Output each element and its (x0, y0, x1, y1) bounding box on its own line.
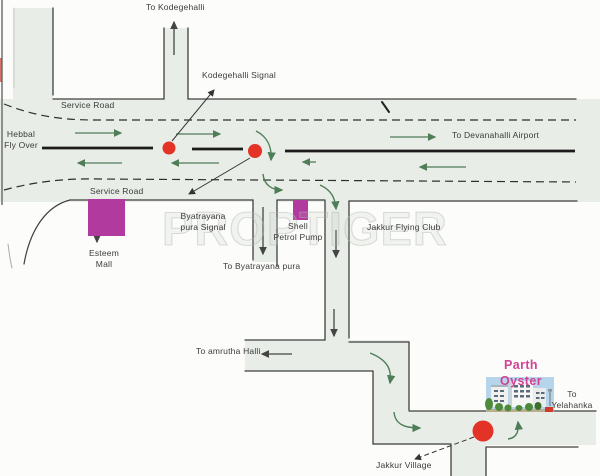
kodegehalli-road-edges (163, 27, 189, 100)
turn-arrow-signal-down (255, 130, 276, 162)
label-hebbal-flyover: Hebbal Fly Over (2, 129, 40, 150)
label-shell-petrol-pump: Shell Petrol Pump (270, 221, 326, 242)
label-shell-line1: Shell (288, 221, 308, 231)
label-byatrayana-signal-line2: pura Signal (180, 221, 226, 232)
pointer-jakkur-village (414, 436, 475, 461)
turn-arrow-to-site (507, 420, 524, 440)
kodegehalli-road (164, 28, 188, 99)
label-to-yelahanka-line1: To (567, 389, 577, 399)
flyover-ramp-road (13, 8, 53, 99)
kodegehalli-signal-dot (162, 141, 176, 155)
label-pointers (171, 89, 475, 461)
byatrayanapura-signal-dot (248, 144, 262, 158)
road-outlines (7, 7, 597, 476)
turn-arrow-into-shell-road (319, 184, 340, 211)
shell-petrol-pump-block (293, 200, 308, 220)
label-jakkur-village: Jakkur Village (376, 460, 432, 470)
shell-east-road-edges (324, 200, 350, 341)
turn-arrows (255, 130, 524, 440)
building-red-accent (545, 407, 553, 412)
label-service-road-bottom: Service Road (90, 186, 144, 196)
label-byatrayana-signal-line1: Byatrayana (180, 211, 226, 221)
bottom-road-bottom-edges (372, 443, 579, 448)
esteem-mall-block (88, 199, 125, 236)
scan-edge-line (1, 0, 3, 205)
label-service-road-top: Service Road (61, 100, 115, 110)
jakkur-village-road-edges (450, 444, 487, 476)
scan-red-mark (0, 58, 2, 82)
label-esteem-mall: Esteem Mall (84, 248, 124, 269)
building-trees (485, 398, 542, 412)
amrutha-road-top-edges (244, 339, 410, 343)
label-hebbal-flyover-line1: Hebbal (6, 129, 36, 139)
service-road-left-curve (23, 199, 71, 265)
building-illustration (485, 377, 554, 412)
jakkur-village-road (451, 445, 486, 476)
descending-road-edges (372, 341, 410, 445)
building-windows (494, 385, 545, 402)
turn-arrow-descend (369, 352, 396, 385)
label-to-yelahanka-line2: Yelahanka (551, 399, 593, 410)
turn-arrow-bottom-right (393, 411, 422, 433)
label-jakkur-flying-club: Jakkur Flying Club (367, 222, 441, 232)
pointer-byatrayana-signal (188, 157, 251, 195)
dashed-line-lower (3, 178, 577, 191)
shell-east-road (325, 201, 349, 341)
label-esteem-mall-line2: Mall (95, 258, 113, 269)
label-parth-oyster: Parth Oyster (499, 358, 542, 388)
label-to-devanahalli-airport: To Devanahalli Airport (452, 130, 540, 140)
highway-center-line (42, 146, 575, 153)
label-shell-line2: Petrol Pump (273, 231, 323, 242)
label-byatrayana-signal: Byatrayana pura Signal (172, 211, 234, 232)
lane-arrows (75, 129, 466, 171)
building-lamp-head (548, 389, 552, 392)
byatrayana-road-edges (252, 199, 278, 267)
dashed-line-upper (3, 103, 576, 121)
turn-arrow-into-byatrayana (262, 173, 284, 195)
building-roof (491, 385, 508, 387)
label-to-amrutha-halli: To amrutha Halli (196, 346, 261, 356)
label-kodegehalli-signal: Kodegehalli Signal (202, 70, 277, 80)
label-hebbal-flyover-line2: Fly Over (4, 139, 38, 150)
direction-arrows (93, 20, 340, 358)
label-to-kodegehalli: To Kodegehalli (146, 2, 205, 12)
left-edge-faint-curve (7, 243, 13, 269)
label-to-byatrayana-pura: To Byatrayana pura (223, 261, 301, 271)
jakkur-junction-dot (472, 420, 494, 442)
service-road-dashed-lines (3, 103, 577, 191)
road-break-tick (381, 101, 390, 113)
label-to-yelahanka: To Yelahanka (549, 389, 595, 410)
pointer-kodegehalli-signal (171, 89, 215, 142)
label-esteem-mall-line1: Esteem (88, 248, 120, 258)
building-shadow (509, 381, 512, 407)
